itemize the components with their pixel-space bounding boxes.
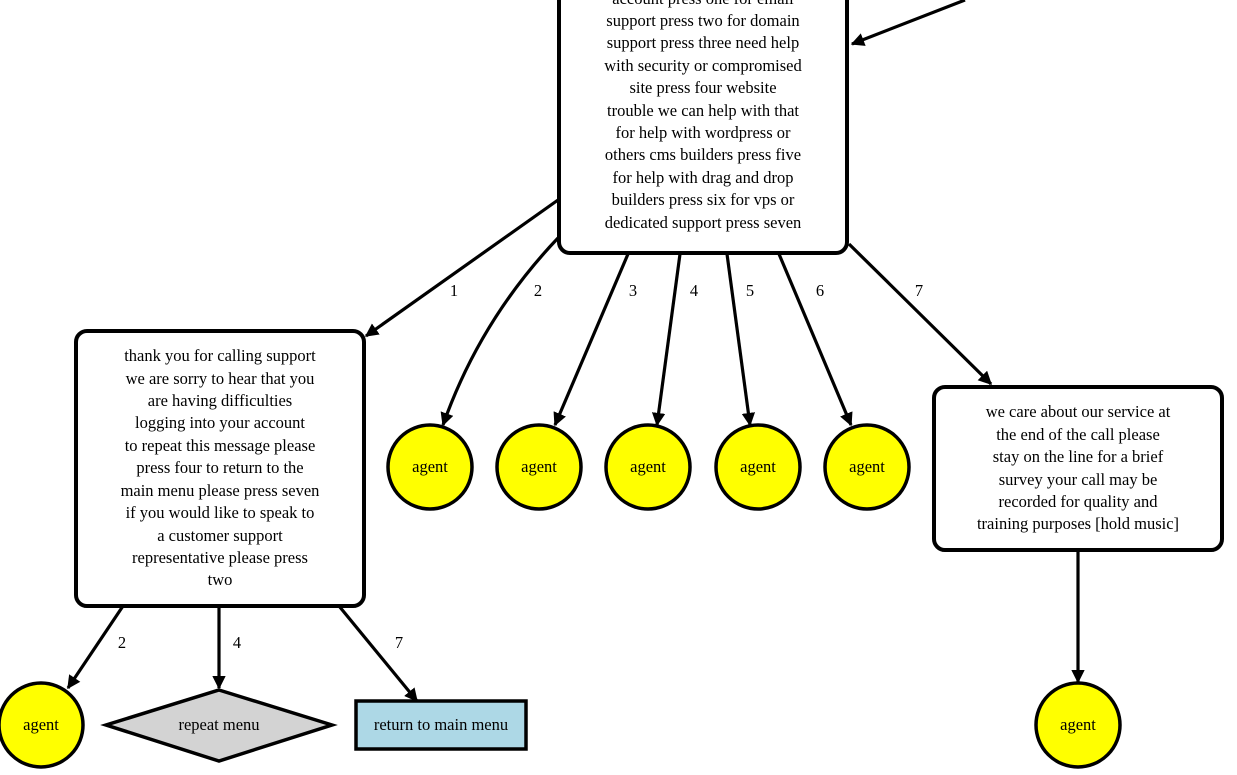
survey-prompt-line: stay on the line for a brief xyxy=(992,447,1164,467)
agent-label: agent xyxy=(412,457,448,476)
agent-label: agent xyxy=(1060,715,1096,734)
repeat-menu-node: repeat menu xyxy=(100,688,338,763)
login-help-prompt-line: press four to return to the xyxy=(136,458,304,478)
agent-node: agent xyxy=(1034,681,1122,769)
main-menu-prompt-line: for help with wordpress or xyxy=(615,122,791,142)
edge-label-main-6: 6 xyxy=(816,281,824,300)
main-menu-prompt-line: builders press six for vps or xyxy=(611,190,795,210)
agent-node: agent xyxy=(823,423,911,511)
login-help-prompt-line: logging into your account xyxy=(134,413,305,433)
edge-label-main-4: 4 xyxy=(690,281,698,300)
agent-node: agent xyxy=(604,423,692,511)
edge-main-5 xyxy=(725,253,756,427)
survey-prompt-line: survey your call may be xyxy=(998,469,1158,489)
edge-label-main-7: 7 xyxy=(915,281,923,300)
main-menu-prompt-line: support press two for domain xyxy=(606,10,800,30)
edge-incoming-main-menu xyxy=(850,0,966,46)
login-help-prompt-line: a customer support xyxy=(157,525,283,545)
edge-login-2 xyxy=(66,605,125,690)
agent-label: agent xyxy=(630,457,666,476)
edge-main-4 xyxy=(651,253,682,427)
edge-label-main-5: 5 xyxy=(746,281,754,300)
edge-label-login-4: 4 xyxy=(233,633,241,652)
login-help-prompt-node: thank you for calling support we are sor… xyxy=(74,329,366,608)
agent-node: agent xyxy=(714,423,802,511)
edge-label-main-2: 2 xyxy=(534,281,542,300)
survey-prompt-line: the end of the call please xyxy=(996,424,1160,444)
login-help-prompt-line: if you would like to speak to xyxy=(125,503,315,523)
edge-main-2 xyxy=(440,236,560,427)
main-menu-prompt-line: account press one for email xyxy=(604,0,802,10)
main-menu-prompt-line: for help with drag and drop xyxy=(612,167,794,187)
login-help-prompt-line: representative please press xyxy=(132,547,308,567)
login-help-prompt-line: two xyxy=(207,570,233,590)
edge-login-7 xyxy=(337,604,419,703)
edge-main-7 xyxy=(847,242,993,386)
login-help-prompt-line: we are sorry to hear that you xyxy=(125,368,315,388)
login-help-prompt-line: main menu please press seven xyxy=(120,480,320,500)
agent-label: agent xyxy=(740,457,776,476)
repeat-menu-label: repeat menu xyxy=(178,715,259,734)
login-help-prompt-line: are having difficulties xyxy=(147,391,293,411)
agent-node: agent xyxy=(495,423,583,511)
main-menu-prompt-line: with security or compromised xyxy=(604,55,802,75)
return-main-menu-node: return to main menu xyxy=(354,699,528,751)
edge-label-login-2: 2 xyxy=(118,633,126,652)
edge-label-main-1: 1 xyxy=(450,281,458,300)
return-main-menu-label: return to main menu xyxy=(374,715,508,734)
main-menu-prompt-line: support press three need help xyxy=(606,33,800,53)
survey-prompt-node: we care about our service at the end of … xyxy=(932,385,1224,552)
main-menu-prompt-line: site press four website xyxy=(629,78,777,98)
login-help-prompt-line: to repeat this message please xyxy=(124,435,316,455)
survey-prompt-line: we care about our service at xyxy=(985,402,1171,422)
survey-prompt-line: training purposes [hold music] xyxy=(976,514,1180,534)
main-menu-prompt-line: dedicated support press seven xyxy=(604,212,802,232)
agent-label: agent xyxy=(23,715,59,734)
agent-node: agent xyxy=(386,423,474,511)
edge-label-login-7: 7 xyxy=(395,633,403,652)
main-menu-prompt-node: account press one for email support pres… xyxy=(557,0,849,255)
agent-label: agent xyxy=(849,457,885,476)
login-help-prompt-line: thank you for calling support xyxy=(124,346,316,366)
edge-label-main-3: 3 xyxy=(629,281,637,300)
survey-prompt-line: recorded for quality and xyxy=(998,491,1158,511)
agent-label: agent xyxy=(521,457,557,476)
main-menu-prompt-line: trouble we can help with that xyxy=(607,100,799,120)
edge-main-3 xyxy=(553,253,630,427)
agent-node: agent xyxy=(0,681,85,769)
main-menu-prompt-line: others cms builders press five xyxy=(604,145,802,165)
edge-main-6 xyxy=(777,253,853,427)
edge-main-1 xyxy=(364,198,559,338)
